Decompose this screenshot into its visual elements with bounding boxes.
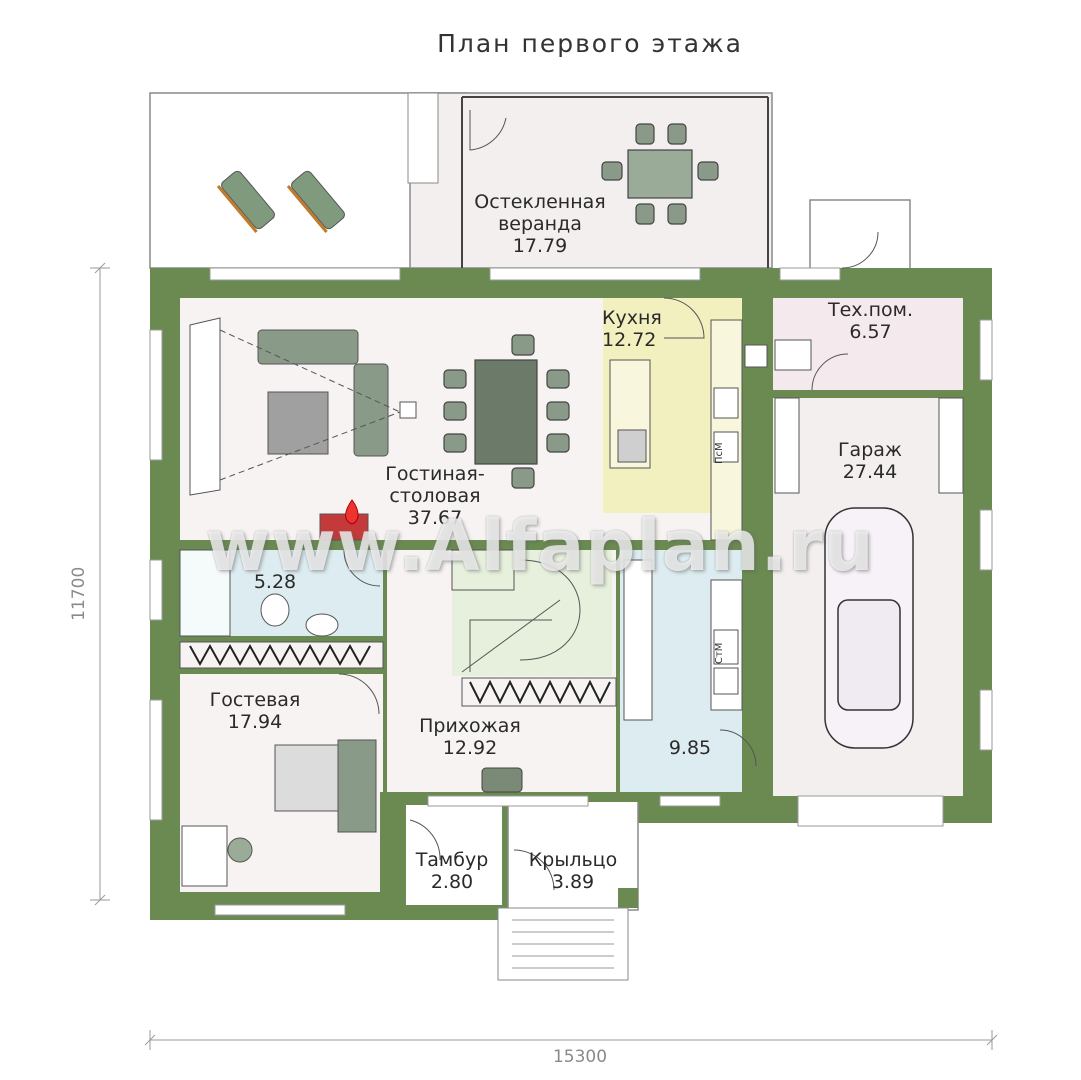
room-name: Крыльцо bbox=[528, 849, 618, 871]
height-dimension-line bbox=[90, 262, 110, 906]
room-label-kitchen: Кухня 12.72 bbox=[602, 307, 662, 352]
window bbox=[209, 267, 401, 281]
tv-icon bbox=[399, 401, 417, 419]
fire-icon bbox=[345, 499, 359, 525]
bathroom-sink-icon bbox=[305, 613, 339, 637]
window bbox=[779, 267, 841, 281]
watermark: www.Alfaplan.ru bbox=[205, 505, 875, 587]
room-name: Кухня bbox=[602, 307, 662, 329]
window bbox=[659, 795, 721, 807]
room-area: 6.57 bbox=[849, 320, 892, 343]
room-name: Тамбур bbox=[415, 849, 489, 871]
room-area: 3.89 bbox=[551, 870, 595, 893]
hall-bench-icon bbox=[481, 767, 523, 793]
room-area: 12.92 bbox=[442, 736, 498, 759]
room-label-corridor: 9.85 bbox=[650, 737, 730, 760]
room-area: 5.28 bbox=[253, 571, 297, 593]
garage-shelving-icon bbox=[774, 397, 964, 494]
room-area: 2.80 bbox=[430, 870, 474, 893]
width-dimension-line bbox=[144, 1030, 998, 1050]
room-name: Прихожая bbox=[419, 715, 521, 737]
window bbox=[427, 795, 589, 807]
room-name: Гараж bbox=[837, 439, 903, 461]
cooktop-icon bbox=[617, 429, 647, 463]
plan-title: План первого этажа bbox=[437, 29, 743, 58]
room-name: Гостиная- столовая bbox=[385, 463, 485, 507]
window bbox=[214, 904, 346, 916]
width-dimension: 15300 bbox=[552, 1047, 608, 1067]
window bbox=[979, 689, 993, 751]
veranda-window-band bbox=[407, 92, 439, 184]
dishwasher-label: ПсМ bbox=[714, 442, 725, 464]
room-label-garage: Гараж 27.44 bbox=[810, 439, 930, 484]
height-dimension: 11700 bbox=[69, 566, 90, 621]
veranda-dining-set-icon bbox=[601, 123, 719, 225]
room-label-veranda: Остекленная веранда 17.79 bbox=[455, 191, 625, 258]
garage-steps bbox=[809, 199, 911, 271]
corridor-cabinet-icon bbox=[623, 559, 653, 721]
car-icon bbox=[824, 507, 914, 749]
window bbox=[149, 329, 163, 461]
vestibule-floor bbox=[406, 805, 502, 905]
fireplace-icon bbox=[319, 513, 369, 541]
door-swing bbox=[469, 110, 507, 151]
door-swing bbox=[338, 231, 879, 891]
tech-sink-icon bbox=[774, 339, 812, 371]
room-label-tech: Тех.пом. 6.57 bbox=[798, 299, 943, 344]
washer-counter-icon bbox=[710, 579, 743, 711]
armchair-icon bbox=[337, 739, 377, 833]
room-name: Остекленная веранда bbox=[474, 191, 606, 235]
room-name: Гостевая bbox=[209, 689, 301, 711]
room-area: 17.94 bbox=[227, 710, 283, 733]
tv-wall-unit-icon bbox=[189, 317, 221, 496]
porch-column bbox=[618, 888, 638, 908]
window bbox=[149, 559, 163, 621]
dining-table-icon bbox=[443, 334, 570, 489]
room-label-guest: Гостевая 17.94 bbox=[185, 689, 325, 734]
closet-hangers-icon bbox=[179, 641, 617, 707]
washer-label: СтМ bbox=[714, 642, 725, 664]
office-chair-icon bbox=[227, 837, 253, 863]
room-label-porch: Крыльцо 3.89 bbox=[518, 849, 628, 894]
dishwasher-icon bbox=[713, 431, 739, 463]
window bbox=[979, 319, 993, 381]
room-area: 27.44 bbox=[842, 460, 898, 483]
porch-floor bbox=[507, 799, 639, 911]
window bbox=[489, 267, 701, 281]
room-label-vestibule: Тамбур 2.80 bbox=[402, 849, 502, 894]
room-area: 12.72 bbox=[602, 328, 657, 351]
room-label-hall: Прихожая 12.92 bbox=[395, 715, 545, 760]
coffee-table-icon bbox=[267, 391, 329, 455]
room-area: 37.67 bbox=[407, 506, 463, 529]
garage-door bbox=[797, 795, 944, 827]
room-area: 17.79 bbox=[512, 234, 568, 257]
staircase-icon bbox=[451, 549, 581, 673]
desk-icon bbox=[181, 825, 228, 887]
room-name: Тех.пом. bbox=[828, 299, 913, 321]
sofa-icon bbox=[257, 329, 389, 457]
kitchen-counter-icon bbox=[710, 319, 743, 541]
window bbox=[979, 509, 993, 571]
sink-icon bbox=[713, 387, 739, 419]
toilet-icon bbox=[260, 593, 290, 627]
window bbox=[149, 699, 163, 821]
room-label-living: Гостиная- столовая 37.67 bbox=[350, 463, 520, 530]
lounger-chair-icon bbox=[216, 170, 275, 233]
shower-icon bbox=[179, 549, 231, 637]
lounger-chair-icon bbox=[286, 170, 345, 233]
room-area: 9.85 bbox=[668, 737, 712, 759]
room-label-bathroom: 5.28 bbox=[240, 571, 310, 594]
boiler-icon bbox=[744, 344, 768, 368]
